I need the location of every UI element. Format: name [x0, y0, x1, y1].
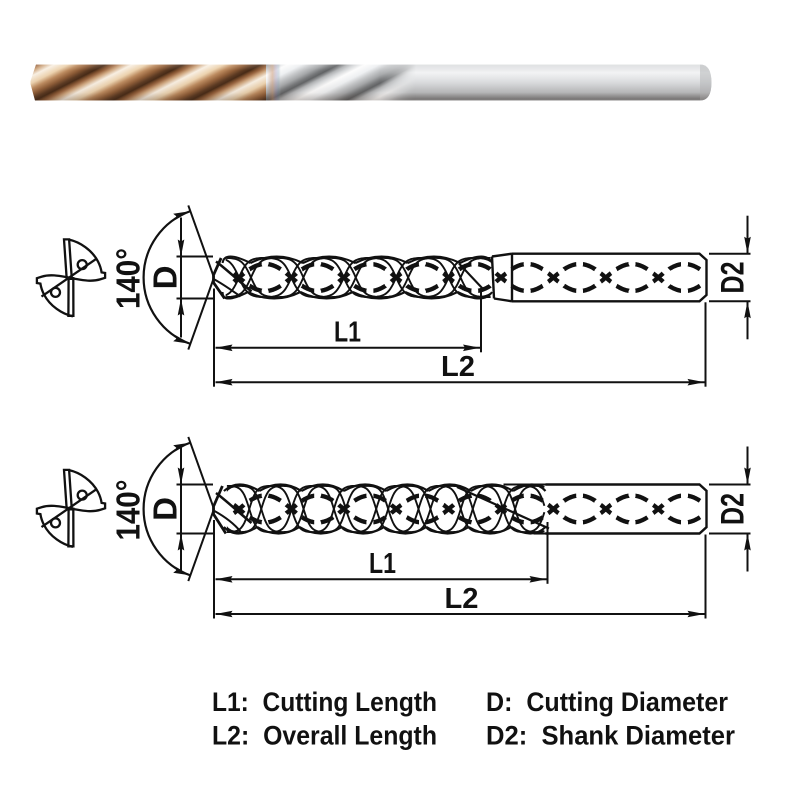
svg-text:L2: L2 [441, 351, 475, 383]
svg-text:D: Cutting Diameter: D: Cutting Diameter [486, 687, 728, 717]
svg-text:D2: D2 [715, 493, 751, 525]
svg-text:L1: L1 [369, 548, 396, 580]
svg-text:140°: 140° [109, 248, 146, 309]
svg-text:D: D [146, 497, 183, 521]
svg-text:D2: D2 [715, 262, 751, 294]
svg-text:L1: L1 [334, 316, 361, 348]
svg-text:D: D [146, 266, 183, 290]
svg-text:D2: Shank Diameter: D2: Shank Diameter [486, 721, 735, 751]
svg-text:L2: L2 [445, 583, 479, 615]
svg-text:L1: Cutting Length: L1: Cutting Length [212, 687, 437, 717]
svg-text:L2: Overall Length: L2: Overall Length [212, 721, 437, 751]
svg-text:140°: 140° [109, 480, 146, 541]
